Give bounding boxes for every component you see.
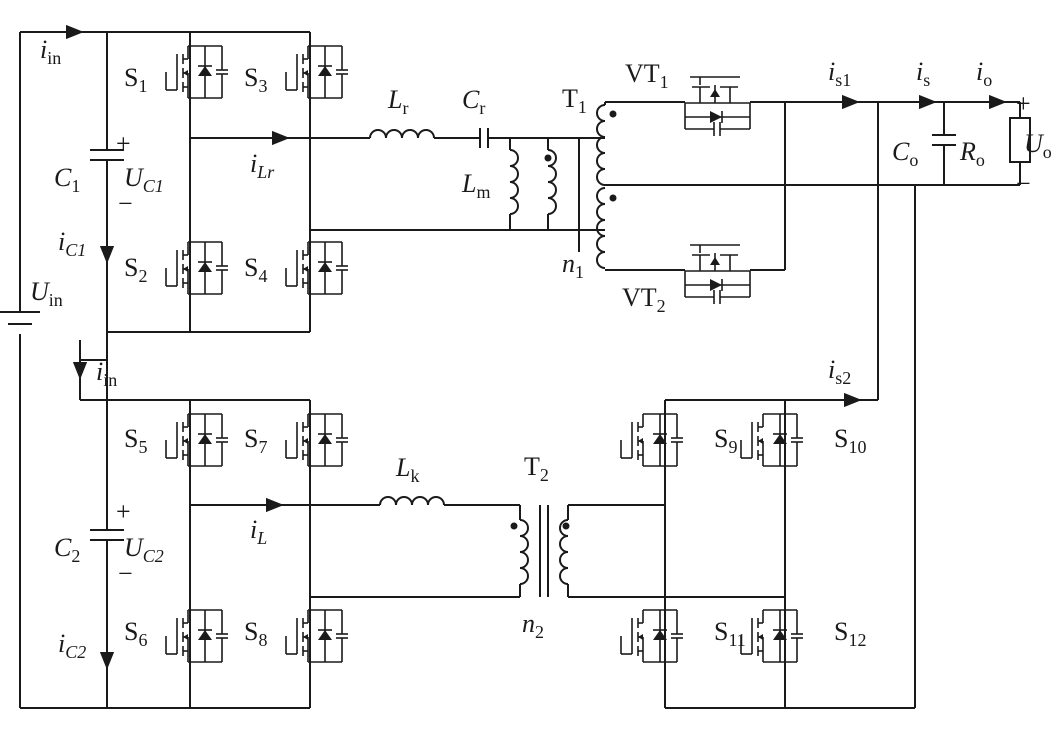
- t2-secondary-dot: [562, 522, 570, 530]
- switch-s12: [740, 609, 804, 663]
- switch-s8: [285, 609, 349, 663]
- svg-text:Uo: Uo: [1024, 129, 1052, 162]
- switch-s2: [165, 241, 229, 295]
- svg-text:Cr: Cr: [462, 85, 485, 118]
- svg-text:is2: is2: [828, 355, 851, 388]
- svg-text:+: +: [116, 129, 131, 158]
- t1-primary-dot: [544, 154, 552, 162]
- svg-text:S9: S9: [714, 424, 737, 457]
- t1-sec-dot-lower: [609, 194, 617, 202]
- svg-text:iin: iin: [96, 357, 117, 390]
- svg-text:UC1: UC1: [124, 163, 164, 196]
- svg-text:S1: S1: [124, 63, 147, 96]
- svg-text:−: −: [118, 189, 133, 218]
- svg-text:is: is: [916, 57, 930, 90]
- capacitor-cr: [479, 128, 605, 148]
- transformer-t2: [510, 504, 785, 598]
- svg-text:Uin: Uin: [30, 277, 63, 310]
- svg-text:Lm: Lm: [461, 169, 490, 202]
- battery-uin: [0, 311, 40, 325]
- svg-text:n1: n1: [562, 249, 584, 282]
- svg-text:+: +: [1016, 89, 1031, 118]
- svg-text:Lk: Lk: [395, 453, 419, 486]
- svg-text:iL: iL: [250, 515, 267, 548]
- output-wiring: [750, 101, 1031, 708]
- switch-s6: [165, 609, 229, 663]
- svg-text:n2: n2: [522, 609, 544, 642]
- switch-s4: [285, 241, 349, 295]
- switch-s5: [165, 413, 229, 467]
- svg-text:VT1: VT1: [625, 59, 669, 92]
- transformer-t1: [544, 101, 1020, 271]
- lower-bridge-wiring: [20, 332, 520, 709]
- svg-text:+: +: [116, 497, 131, 526]
- svg-text:S2: S2: [124, 253, 147, 286]
- switch-s7: [285, 413, 349, 467]
- svg-text:Lr: Lr: [387, 85, 408, 118]
- svg-text:C2: C2: [54, 533, 80, 566]
- switch-s11: [620, 609, 684, 663]
- inductor-lk: [379, 496, 520, 506]
- svg-text:iC2: iC2: [58, 629, 86, 662]
- svg-text:io: io: [976, 57, 992, 90]
- t2-primary-dot: [510, 522, 518, 530]
- switch-s10: [740, 413, 804, 467]
- svg-text:S10: S10: [834, 424, 866, 457]
- switch-s9: [620, 413, 684, 467]
- capacitor-c1: [90, 149, 124, 170]
- svg-text:is1: is1: [828, 57, 851, 90]
- svg-text:S8: S8: [244, 617, 267, 650]
- t1-sec-dot-upper: [609, 110, 617, 118]
- secondary-bridge-wiring: [664, 392, 915, 709]
- svg-text:−: −: [1016, 169, 1031, 198]
- svg-text:T1: T1: [562, 84, 587, 117]
- svg-text:S6: S6: [124, 617, 147, 650]
- svg-text:iLr: iLr: [250, 149, 275, 182]
- svg-text:iC1: iC1: [58, 227, 86, 260]
- svg-text:S4: S4: [244, 253, 267, 286]
- capacitor-c2: [90, 529, 124, 550]
- svg-text:S11: S11: [714, 617, 746, 650]
- svg-text:S3: S3: [244, 63, 267, 96]
- inductor-lm: [509, 138, 519, 230]
- svg-text:S7: S7: [244, 424, 267, 457]
- svg-text:Co: Co: [892, 137, 918, 170]
- svg-text:UC2: UC2: [124, 533, 164, 566]
- svg-text:−: −: [118, 559, 133, 588]
- labels: S1 S3 S2 S4 S5 S7 S6 S8 S9 S10 S11 S12 V…: [30, 35, 1052, 662]
- svg-text:C1: C1: [54, 163, 80, 196]
- switch-vt2: [684, 244, 751, 305]
- switch-vt1: [684, 76, 751, 137]
- svg-text:VT2: VT2: [622, 283, 666, 316]
- svg-text:T2: T2: [524, 452, 549, 485]
- svg-text:Ro: Ro: [959, 137, 985, 170]
- switch-s3: [285, 45, 349, 99]
- inductor-lr: [369, 129, 480, 139]
- svg-text:S5: S5: [124, 424, 147, 457]
- svg-text:iin: iin: [40, 35, 61, 68]
- switch-s1: [165, 45, 229, 99]
- svg-text:S12: S12: [834, 617, 866, 650]
